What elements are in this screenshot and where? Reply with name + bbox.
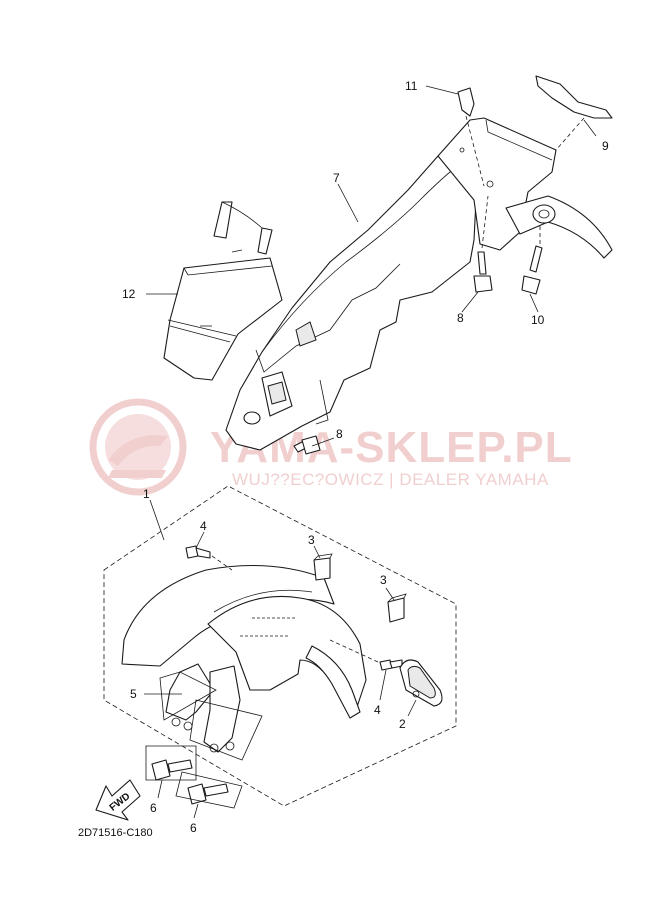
rear-fender-part-7 <box>225 117 613 451</box>
fender-stay-part-5 <box>159 663 263 761</box>
screw-part-4-right <box>329 639 403 671</box>
watermark: YAMA-SKLEP.PL WUJ??EC?OWICZ | DEALER YAM… <box>89 398 572 496</box>
callout-8-upper: 8 <box>457 311 464 325</box>
callout-11: 11 <box>405 79 418 93</box>
callout-5: 5 <box>130 687 137 701</box>
reflector-part-2 <box>399 659 443 707</box>
bolt-part-8-upper <box>473 195 493 293</box>
diagram-code: 2D71516-C180 <box>78 827 153 839</box>
bracket-part-9 <box>535 75 613 151</box>
callout-8-lower: 8 <box>336 427 343 441</box>
bolt-part-8-lower <box>293 435 321 455</box>
callout-10: 10 <box>531 313 545 327</box>
pad-part-3-a <box>313 553 333 581</box>
callout-2: 2 <box>399 717 406 731</box>
callout-6-a: 6 <box>150 801 157 815</box>
watermark-subtitle: WUJ??EC?OWICZ | DEALER YAMAHA <box>232 470 549 489</box>
assembly-outline-part-1 <box>103 485 457 807</box>
bolt-part-6-a <box>145 745 197 781</box>
callout-6-b: 6 <box>190 821 197 835</box>
callout-1: 1 <box>143 487 150 501</box>
callout-4-left: 4 <box>200 519 207 533</box>
bracket-part-11 <box>457 87 485 187</box>
callout-3-b: 3 <box>380 573 387 587</box>
callouts: 11 9 7 12 8 10 8 1 4 3 3 4 2 5 6 6 <box>122 79 609 835</box>
pad-part-3-b <box>387 593 407 623</box>
screw-part-4-left <box>185 545 233 571</box>
callout-3-a: 3 <box>308 533 315 547</box>
callout-4-right: 4 <box>374 703 381 717</box>
fwd-arrow-icon: FWD <box>95 779 141 821</box>
leader-lines <box>144 85 597 819</box>
bolt-part-6-b <box>175 771 243 809</box>
bolt-part-10 <box>521 226 543 295</box>
callout-12: 12 <box>122 287 136 301</box>
mud-flap-part-12 <box>163 201 283 381</box>
watermark-logo-icon <box>89 398 187 496</box>
callout-9: 9 <box>602 139 609 153</box>
callout-7: 7 <box>333 171 340 185</box>
front-fender-part-1 <box>121 565 367 719</box>
